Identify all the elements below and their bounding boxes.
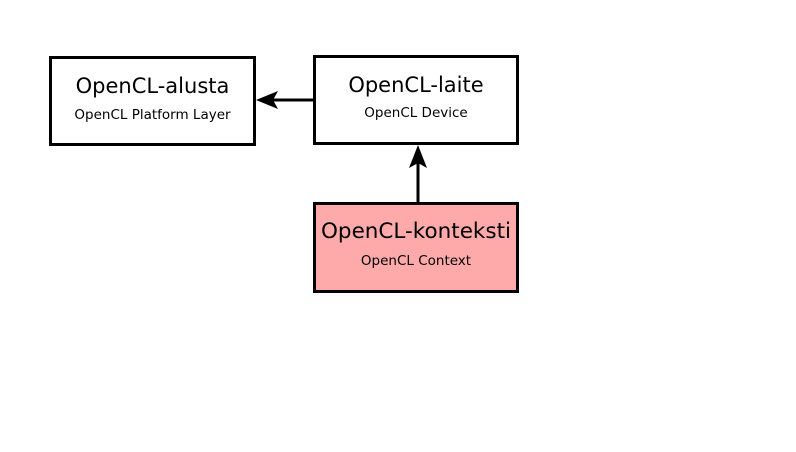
platform-layer-title: OpenCL-alusta <box>75 74 230 98</box>
context-subtitle: OpenCL Context <box>360 253 472 269</box>
platform-layer-subtitle: OpenCL Platform Layer <box>74 107 231 123</box>
device-node: OpenCL-laite OpenCL Device <box>313 55 519 145</box>
platform-layer-node: OpenCL-alusta OpenCL Platform Layer <box>49 56 256 146</box>
arrow-device-to-platform <box>256 91 313 109</box>
arrow-context-to-device <box>409 145 427 202</box>
device-subtitle: OpenCL Device <box>364 105 468 121</box>
context-node: OpenCL-konteksti OpenCL Context <box>313 202 519 293</box>
context-title: OpenCL-konteksti <box>321 219 511 244</box>
device-title: OpenCL-laite <box>348 73 484 97</box>
